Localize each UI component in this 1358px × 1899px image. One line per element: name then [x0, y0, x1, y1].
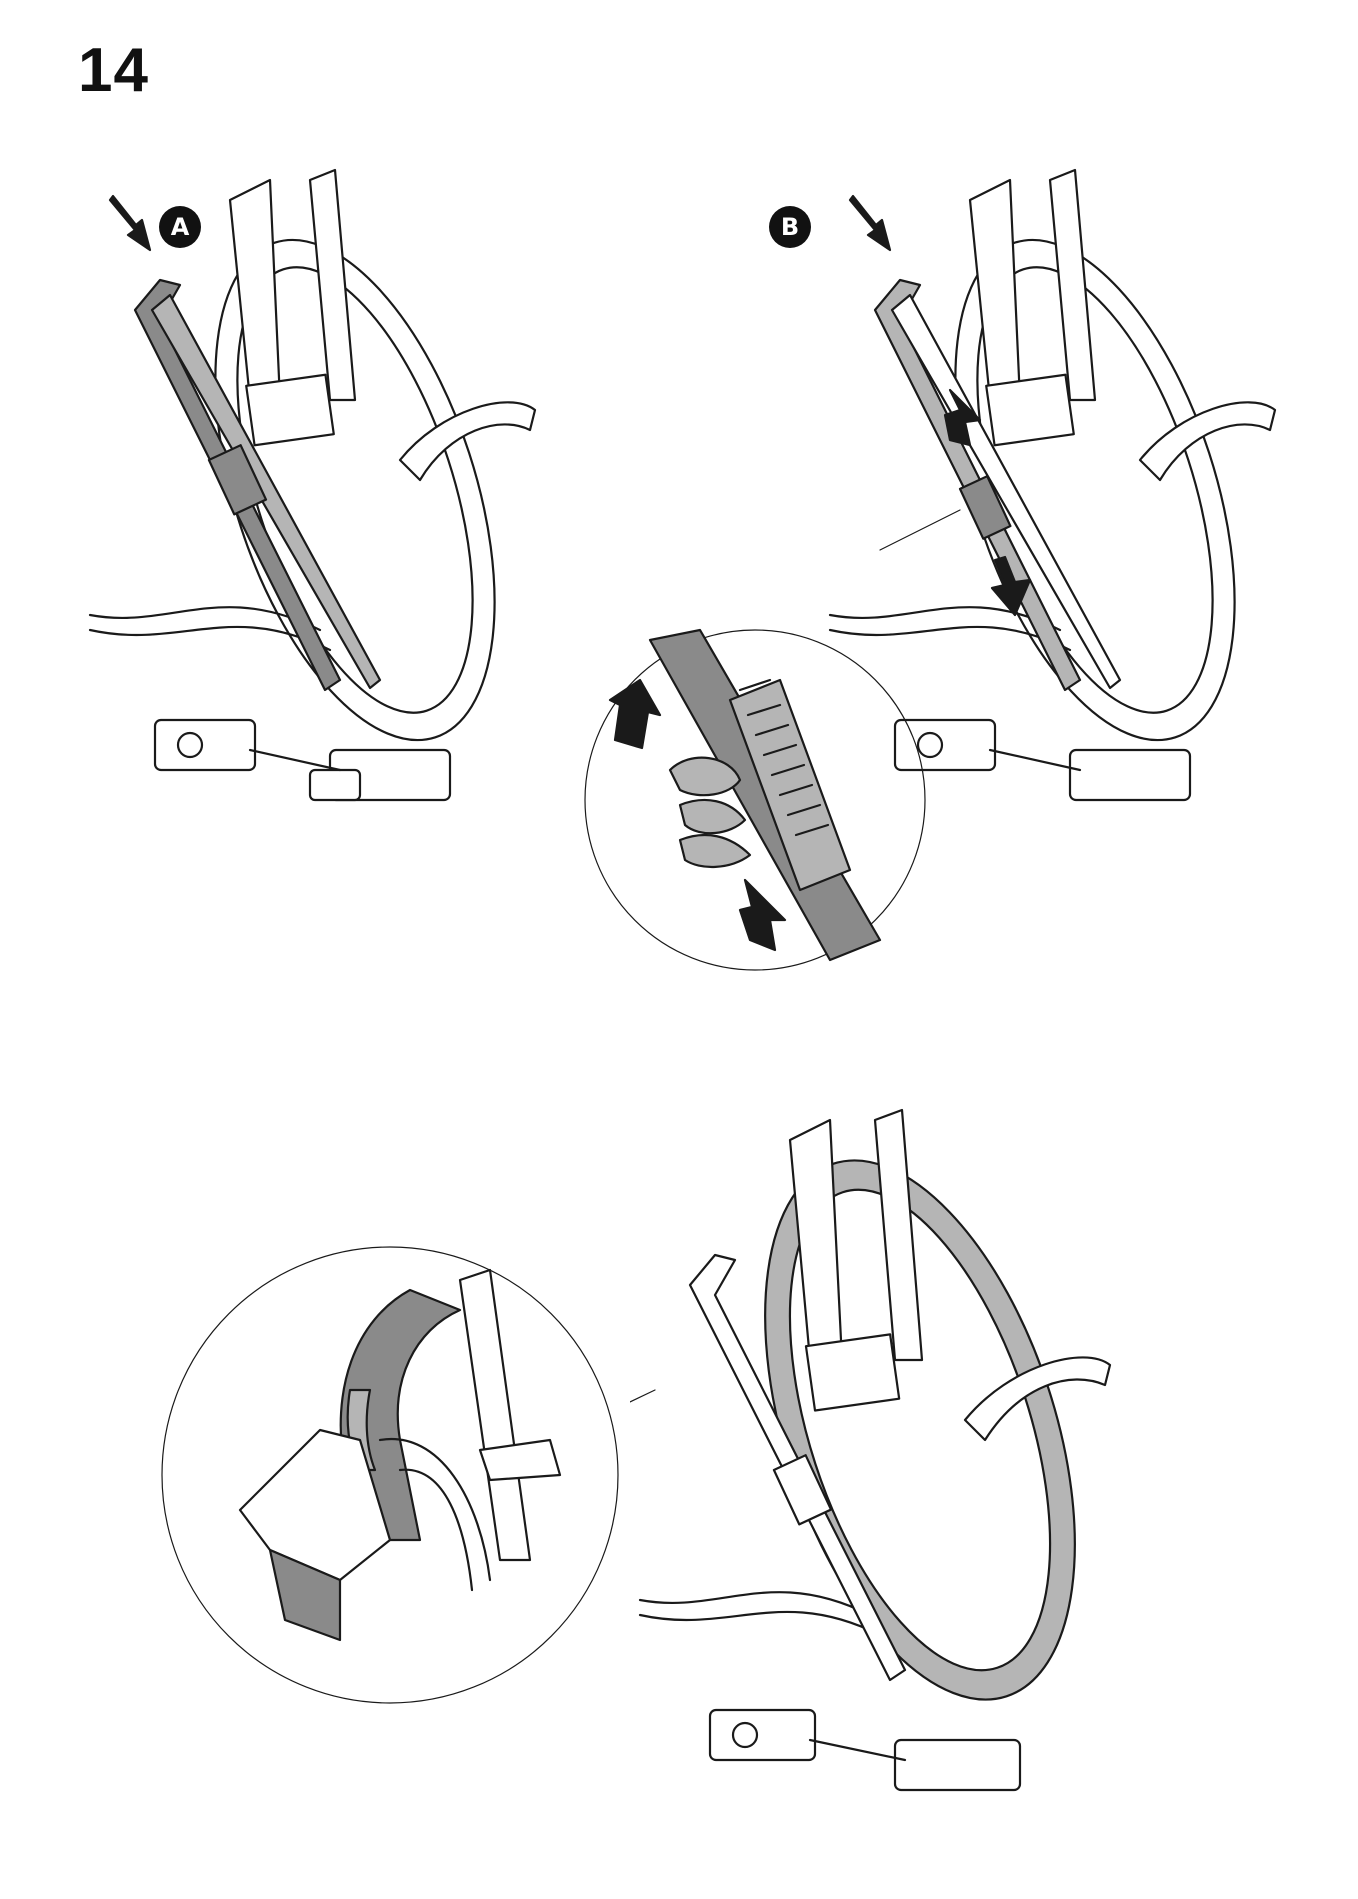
- badge-a-label: A: [171, 213, 190, 241]
- badge-a: A: [158, 205, 202, 249]
- ratchet-teeth: [746, 703, 830, 837]
- step-number: 14: [78, 36, 149, 105]
- bottom-illustration: [630, 1100, 1150, 1820]
- badge-b-label: B: [781, 213, 799, 241]
- panel-b-illustration: [820, 160, 1310, 820]
- tyre-detail-circle: [160, 1240, 620, 1710]
- badge-b: B: [768, 205, 812, 249]
- panel-a-illustration: [80, 160, 570, 820]
- ratchet-detail-circle: [580, 620, 940, 980]
